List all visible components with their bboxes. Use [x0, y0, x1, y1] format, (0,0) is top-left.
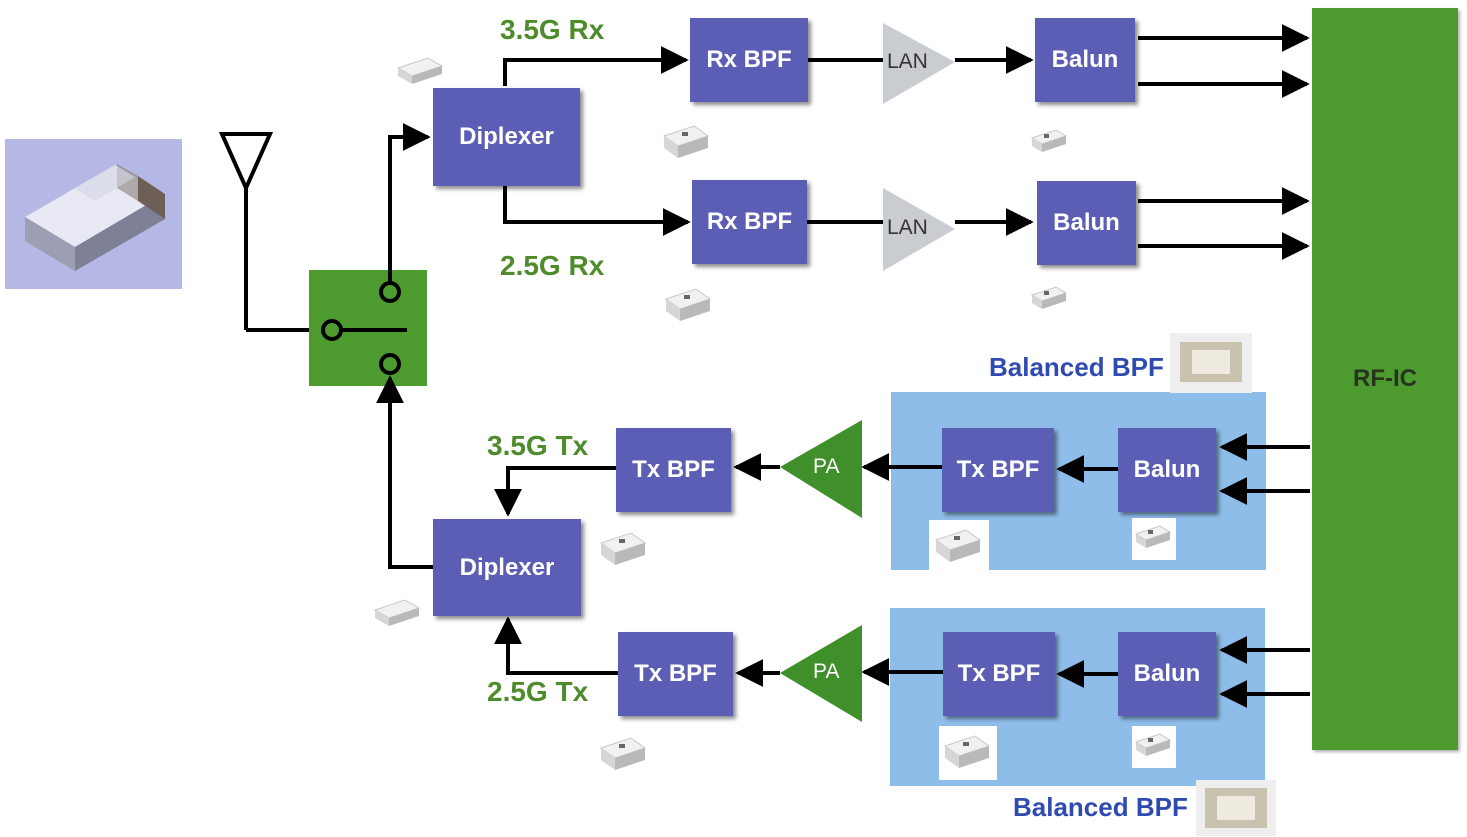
power-amplifier-2: [780, 625, 862, 722]
label-3-5g-tx: 3.5G Tx: [487, 430, 589, 461]
balun-rx-1: Balun: [1035, 18, 1135, 102]
balanced-bpf-label-top: Balanced BPF: [989, 352, 1164, 382]
balanced-bpf-label-bottom: Balanced BPF: [1013, 792, 1188, 822]
lan-label-1: LAN: [887, 50, 928, 73]
pa-label-2: PA: [813, 660, 840, 683]
chip-icon: [373, 57, 1068, 770]
lan-label-2: LAN: [887, 216, 928, 239]
lan-amplifier-2: [883, 188, 955, 271]
pa-label-1: PA: [813, 455, 840, 478]
power-amplifier-1: [780, 420, 862, 518]
tx-bpf-output-1: Tx BPF: [616, 428, 731, 512]
rx-bpf-block-2: Rx BPF: [692, 180, 807, 264]
tx-bpf-output-2: Tx BPF: [618, 632, 733, 716]
bpf-chip-thumbnails: [929, 333, 1276, 836]
diplexer-rx: Diplexer: [433, 88, 580, 186]
balun-rx-2: Balun: [1037, 181, 1136, 265]
tx-bpf-input-1: Tx BPF: [942, 428, 1054, 512]
balun-tx-1: Balun: [1118, 428, 1216, 512]
rf-ic-label: RF-IC: [1353, 365, 1417, 392]
balun-tx-2: Balun: [1118, 632, 1216, 716]
lan-amplifier-1: [883, 23, 955, 104]
component-photo: [5, 139, 182, 289]
rf-switch: [309, 270, 427, 386]
rx-bpf-block-1: Rx BPF: [690, 18, 808, 102]
rf-ic-block: RF-IC: [1312, 8, 1458, 750]
diplexer-tx: Diplexer: [433, 519, 581, 616]
label-2-5g-tx: 2.5G Tx: [487, 676, 589, 707]
label-3-5g-rx: 3.5G Rx: [500, 14, 605, 45]
tx-bpf-input-2: Tx BPF: [943, 632, 1055, 716]
chip-photo-image: [25, 164, 165, 271]
antenna-icon: [218, 132, 322, 332]
label-2-5g-rx: 2.5G Rx: [500, 250, 605, 281]
